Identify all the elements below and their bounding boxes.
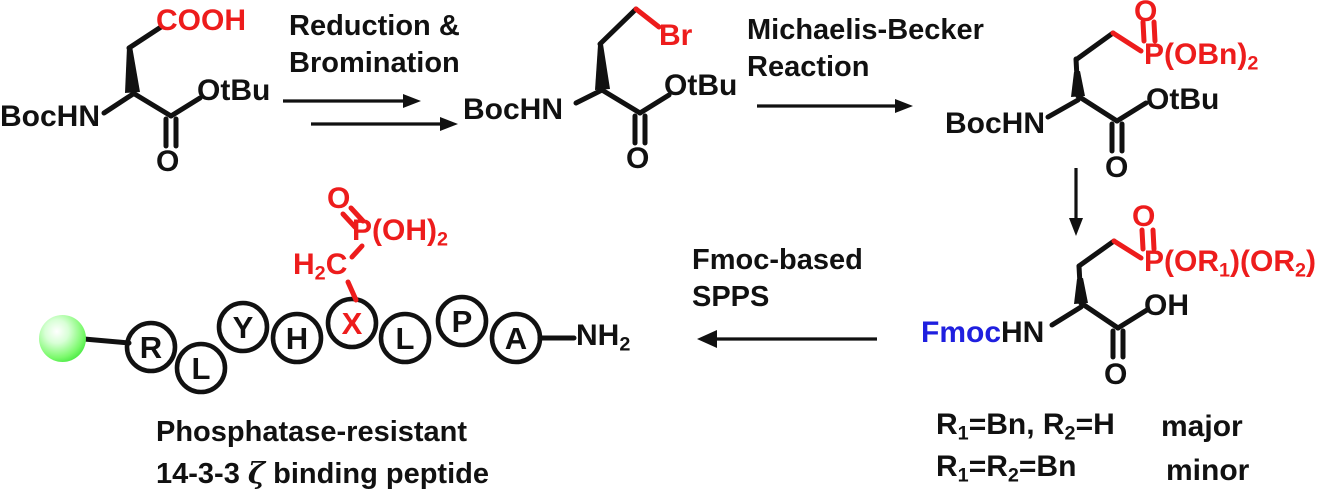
s3-phos-o: O [1134,0,1158,28]
step1-arrows [283,94,458,131]
s1-carbonyl-o: O [156,145,180,178]
step4-label: Fmoc-based SPPS [692,242,863,316]
residue-letter: L [396,321,415,356]
structure3-bonds [1045,19,1158,154]
variant-row1-formula: R1=Bn, R2=H [936,408,1115,445]
step2-label: Michaelis-Becker Reaction [747,12,984,86]
step1-label-line2: Bromination [289,47,460,79]
residue-letter-phospho: X [342,306,363,341]
peptide-phospho-o: O [327,182,351,215]
residue-letter: R [140,330,162,365]
peptide-caption-line1: Phosphatase-resistant [156,416,468,448]
structure4-bonds [1049,227,1157,360]
s3-amine-label: BocHN [945,107,1046,140]
peptide-chain: R L Y H X L P A [81,294,577,395]
structure1-bonds [101,24,203,149]
s2-amine-label: BocHN [463,93,564,126]
s4-fmoc-label: Fmoc [921,316,1002,349]
residue-letter: H [286,321,308,356]
step3-down-arrow [1069,168,1083,236]
residue-circle-7 [435,294,489,348]
residue-circle-8 [489,311,543,365]
s4-amine-label: FmocHN [921,318,1044,348]
variant-row2-label: minor [1166,454,1250,487]
residue-letter: Y [233,310,254,345]
residue-circle-4 [270,311,324,365]
s2-carbonyl-o: O [626,142,650,175]
s4-carbonyl-o: O [1104,358,1128,391]
variant-row2-formula: R1=R2=Bn [936,450,1077,487]
s2-bromide-label: Br [659,19,693,52]
peptide-phospho-ch2: H2C [293,248,348,285]
s3-ester-label: OtBu [1146,83,1220,116]
step4-label-line2: SPPS [692,281,770,313]
structure2-bonds [573,6,672,146]
variant-row1-label: major [1161,410,1243,443]
residue-circle-5 [325,296,379,350]
s1-ester-label: OtBu [197,74,271,107]
s4-hn-label: HN [1001,316,1045,349]
peptide-c-terminus: NH2 [576,319,631,356]
peptide-caption-line2: 14-3-3 ζ binding peptide [156,456,489,490]
step4-label-line1: Fmoc-based [692,244,863,276]
residue-letter: L [192,351,211,386]
residue-letter: A [505,321,527,356]
s3-carbonyl-o: O [1105,151,1129,184]
resin-bead [39,315,86,362]
peptide-phospho-p: P(OH)2 [352,214,449,251]
s4-phos-o: O [1132,200,1156,233]
step1-label: Reduction & Bromination [289,8,460,82]
step2-label-line2: Reaction [747,51,870,83]
step2-arrow [757,99,913,113]
s1-acid-label: COOH [156,4,246,37]
s4-acid-label: OH [1144,289,1189,322]
s4-phosphonate-label: P(OR1)(OR2) [1144,245,1317,282]
s3-phosphonate-label: P(OBn)2 [1144,38,1259,75]
step1-label-line1: Reduction & [289,10,460,42]
step2-label-line1: Michaelis-Becker [747,14,984,46]
step4-arrow [697,330,877,348]
s1-amine-label: BocHN [0,100,101,133]
residue-circle-1 [124,320,178,374]
peptide-caption: Phosphatase-resistant 14-3-3 ζ binding p… [156,412,489,491]
residue-letter: P [452,304,473,339]
residue-circle-2 [174,341,228,395]
peptide-phospho-bonds [340,205,366,303]
s2-ester-label: OtBu [664,69,738,102]
residue-circle-3 [216,300,270,354]
residue-circle-6 [378,311,432,365]
